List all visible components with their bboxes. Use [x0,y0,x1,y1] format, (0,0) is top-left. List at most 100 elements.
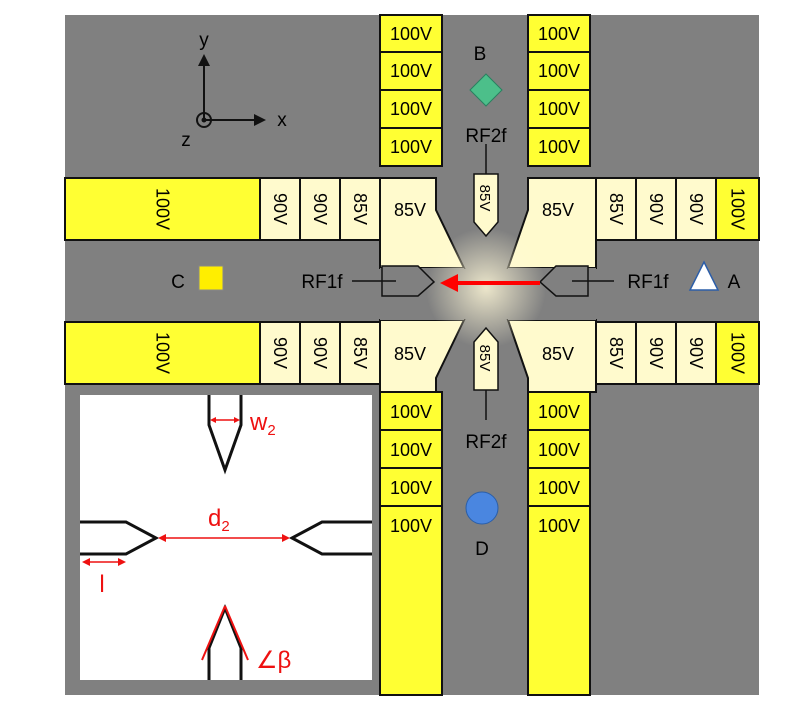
electrode-voltage-label: 100V [728,188,748,230]
electrode-segment [527,467,591,507]
electrode-voltage-label: 100V [538,478,580,498]
electrode-voltage-label: 100V [728,332,748,374]
electrode-voltage-label: 100V [390,402,432,422]
electrode-segment [379,467,443,507]
electrode-segment [259,321,301,385]
electrode-voltage-label: 90V [646,193,666,225]
rf1f-left-tip [381,265,436,297]
electrode-voltage-label: 100V [538,99,580,119]
electrode-voltage-label: 90V [686,337,706,369]
electrode-voltage-label: 85V [606,193,626,225]
inset-beta-line-left [201,605,226,661]
marker-a-triangle [688,260,720,291]
top-tip-voltage: 85V [476,185,493,212]
electrode-segment [715,177,760,241]
corner-pad-top-left [379,177,466,269]
inset-top-electrode [207,395,243,475]
y-axis-label: y [199,30,209,51]
marker-c-square [198,265,224,291]
electrode-voltage-label: 100V [538,24,580,44]
electrode-voltage-label: 90V [646,337,666,369]
electrode-voltage-label: 100V [390,24,432,44]
corner-label-bottom-right: 85V [542,344,574,364]
y-axis-arrowhead [198,54,210,66]
electrode-segment [64,177,261,241]
electrode-segment [715,321,760,385]
electrode-voltage-label: 100V [390,99,432,119]
electrode-voltage-label: 100V [538,402,580,422]
inset-w2-label: w2 [249,409,276,439]
z-axis-label: z [181,130,191,151]
electrode-segment [299,177,341,241]
electrode-voltage-label: 85V [350,193,370,225]
electrode-segment [527,429,591,469]
right-arm-bottom-stack: 85V 90V 90V 100V [595,321,760,385]
bottom-arm-left-stack: 100V 100V 100V 100V [379,391,443,696]
right-arm-top-stack: 85V 90V 90V 100V [595,177,760,241]
electrode-segment [527,127,591,167]
electrode-segment [675,177,717,241]
corner-label-bottom-left: 85V [394,344,426,364]
rf2f-bottom-tip [473,326,499,391]
electrode-segment [595,321,637,385]
inset-d2-label: d2 [208,505,230,535]
rf1f-right-label: RF1f [627,272,669,293]
electrode-voltage-label: 100V [390,516,432,536]
electrode-voltage-label: 90V [270,193,290,225]
corner-label-top-left: 85V [394,200,426,220]
electrode-segment [527,89,591,129]
center-glow [426,228,546,348]
marker-d-label: D [475,539,489,560]
electrode-voltage-label: 100V [390,440,432,460]
x-axis-label: x [277,110,287,131]
electrode-voltage-label: 100V [538,137,580,157]
electrode-segment [379,89,443,129]
inset-w2-arrowheads [210,417,240,423]
rf1f-right-tip [538,265,589,297]
electrode-segment [379,505,443,696]
rf1f-left-label: RF1f [301,272,343,293]
marker-b-diamond [469,73,503,107]
inset-left-electrode [80,520,160,556]
electrode-voltage-label: 100V [538,440,580,460]
corner-label-top-right: 85V [542,200,574,220]
left-arm-bottom-stack: 100V 90V 90V 85V [64,321,381,385]
inset-beta-label: ∠β [256,647,291,674]
electrode-voltage-label: 85V [350,337,370,369]
electrode-segment [64,321,261,385]
rf2f-bottom-label: RF2f [465,432,507,453]
rf2f-top-label: RF2f [465,126,507,147]
electrode-voltage-label: 90V [686,193,706,225]
electrode-segment [379,14,443,54]
electrode-voltage-label: 100V [390,478,432,498]
inset-l-label: l [99,571,104,598]
axes-indicator [196,62,258,128]
electrode-segment [299,321,341,385]
electrode-voltage-label: 100V [390,137,432,157]
rf2f-top-tip [473,173,499,238]
electrode-segment [527,505,591,696]
bottom-tip-voltage: 85V [476,345,493,372]
z-axis-dot [201,117,207,123]
electrode-voltage-label: 90V [310,337,330,369]
electrode-voltage-label: 90V [270,337,290,369]
electrode-voltage-label: 100V [538,61,580,81]
marker-a-label: A [728,272,741,293]
top-arm-right-stack: 100V 100V 100V 100V [527,14,591,167]
x-axis-arrowhead [254,114,266,126]
electrode-voltage-label: 100V [153,332,173,374]
electrode-segment [339,177,381,241]
marker-b-label: B [474,44,487,65]
inset-beta-line-right [224,605,249,661]
electrode-segment [527,14,591,54]
marker-d-circle [465,491,499,525]
motion-arrow-head [440,274,458,292]
electrode-voltage-label: 85V [606,337,626,369]
electrode-voltage-label: 100V [538,516,580,536]
marker-c-label: C [171,272,185,293]
electrode-segment [635,321,677,385]
electrode-voltage-label: 100V [153,188,173,230]
